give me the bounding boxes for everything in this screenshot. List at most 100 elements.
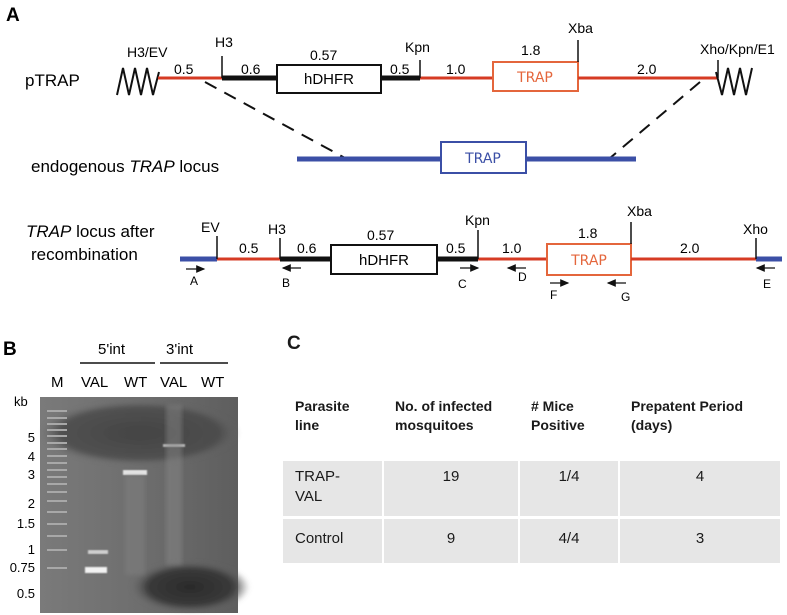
marker-band [47,462,67,464]
cell-prepatent-period: 4 [619,461,780,517]
lane-label-val-3int: VAL [160,374,187,391]
marker-band [47,455,67,457]
primer-c-label: C [458,277,467,291]
lane-label-val-5int: VAL [81,374,108,391]
header-prepatent-period: Prepatent Period (days) [631,398,744,433]
recombined-site-h3: H3 [268,221,286,237]
ladder-label: 5 [28,430,35,445]
crossover-dash-left [204,81,346,159]
ptrap-size-3: 0.57 [310,47,337,63]
header-parasite-line: Parasite line [295,398,350,433]
kb-label: kb [14,394,28,409]
panel-b-gel-figure: B 5'int 3'int M VAL WT VAL WT kb 5 4 3 2 1.5… [3,339,250,613]
recombined-hdhfr-text: hDHFR [359,252,409,269]
band-5int-val-small [88,550,108,554]
ptrap-label: pTRAP [25,71,80,90]
ladder-label: 0.5 [17,586,35,601]
recombined-site-ev: EV [201,219,220,235]
ptrap-site-h3: H3 [215,34,233,50]
ptrap-right-end-zigzag [715,67,753,96]
primer-f-label: F [550,288,557,302]
panel-a-label: A [6,5,20,26]
table-header-row: Parasite line No. of infected mosquitoes… [283,383,780,461]
ptrap-site-xhokpne1: Xho/Kpn/E1 [700,41,775,57]
results-table: Parasite line No. of infected mosquitoes… [283,383,780,563]
ptrap-left-end-zigzag [116,67,160,96]
primer-a-label: A [190,274,198,288]
recombined-size-6: 1.8 [578,225,598,241]
recombined-trap-box [546,243,632,276]
ladder-label: 1.5 [17,516,35,531]
recombined-size-3: 0.57 [367,227,394,243]
marker-band [47,429,67,431]
band-5int-val-large [85,567,107,573]
cell-mosquitoes: 19 [383,461,520,517]
marker-bands [47,410,67,569]
ptrap-size-4: 0.5 [390,61,410,77]
gel-primer-dimer-blob [130,561,250,613]
marker-band [47,442,67,444]
recombined-site-xho: Xho [743,221,768,237]
lane-label-wt-5int: WT [124,374,147,391]
table-row: TRAP-VAL 19 1/4 4 [283,461,780,517]
cell-prepatent-period: 3 [619,515,780,563]
ptrap-size-2: 0.6 [241,61,261,77]
cell-mice-positive: 4/4 [519,515,620,563]
marker-band [47,511,67,513]
lane-3int-val-smear [166,405,182,565]
lane-group-5int: 5'int [98,341,126,358]
marker-band [47,469,67,471]
marker-band [47,423,67,425]
recombined-label-line1: TRAP locus after [26,222,155,241]
cell-parasite-line: TRAP-VAL [283,461,384,517]
ptrap-hdhfr-text: hDHFR [304,71,354,88]
marker-band [47,476,67,478]
band-5int-wt-main [123,470,147,475]
cell-mosquitoes: 9 [383,515,520,563]
marker-band [47,483,67,485]
table-row: Control 9 4/4 3 [283,515,780,563]
ladder-label: 4 [28,449,35,464]
endogenous-locus-label: endogenous TRAP locus [31,157,219,176]
recombined-trap-text: TRAP [570,253,607,269]
ptrap-size-1: 0.5 [174,61,194,77]
lane-5int-wt-smear [125,475,145,575]
ladder-label: 1 [28,542,35,557]
ladder-labels: 5 4 3 2 1.5 1 0.75 0.5 [10,430,35,601]
recombined-size-4: 0.5 [446,240,466,256]
lane-label-m: M [51,374,64,391]
marker-band [47,410,67,412]
recombined-size-5: 1.0 [502,240,522,256]
recombined-site-xba: Xba [627,203,652,219]
panel-c-label: C [287,333,301,354]
crossover-dash-right [609,81,701,159]
endogenous-trap-text: TRAP [464,151,501,167]
marker-band [47,435,67,437]
marker-band [47,500,67,502]
marker-band [47,523,67,525]
ptrap-size-5: 1.0 [446,61,466,77]
ptrap-site-xba: Xba [568,20,593,36]
gel-image [40,397,250,613]
recombined-label-line2: recombination [31,245,138,264]
ptrap-site-h3ev: H3/EV [127,44,168,60]
recombined-size-1: 0.5 [239,240,259,256]
header-mice-positive: # Mice Positive [531,398,585,433]
ladder-label: 3 [28,467,35,482]
primer-g-label: G [621,290,630,304]
lane-group-3int: 3'int [166,341,194,358]
marker-band [47,417,67,419]
primer-e-label: E [763,277,771,291]
ptrap-size-6: 1.8 [521,42,541,58]
marker-band [47,491,67,493]
ladder-label: 2 [28,496,35,511]
ptrap-site-kpn: Kpn [405,39,430,55]
ladder-label: 0.75 [10,560,35,575]
marker-band [47,535,67,537]
panel-b-label: B [3,339,17,360]
recombined-site-kpn: Kpn [465,212,490,228]
marker-band [47,567,67,569]
lane-label-wt-3int: WT [201,374,224,391]
primer-b-label: B [282,276,290,290]
primer-d-label: D [518,270,527,284]
